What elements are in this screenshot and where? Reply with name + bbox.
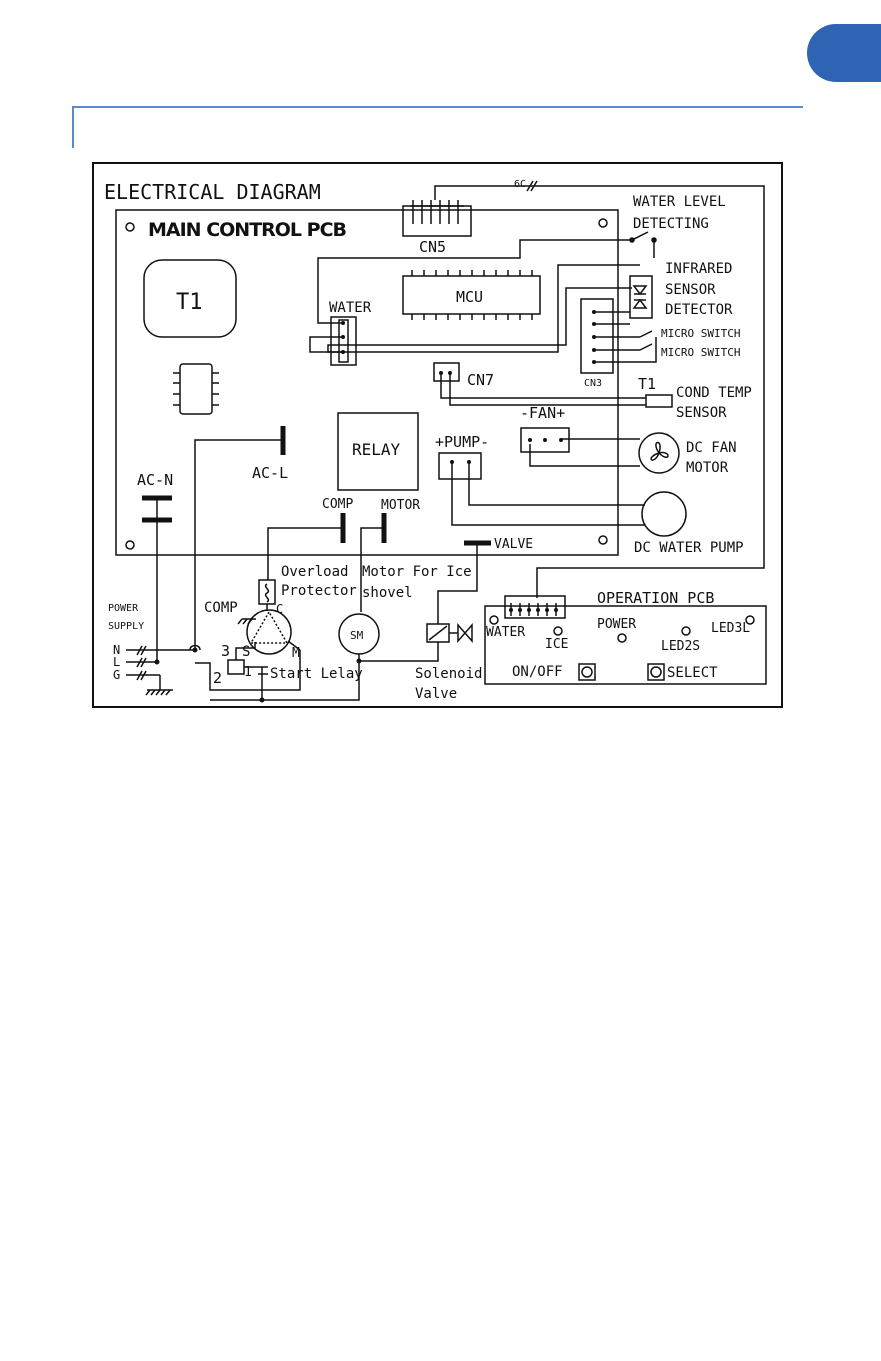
fan-connector — [520, 427, 570, 453]
dc-water-pump-label: DC WATER PUMP — [634, 540, 744, 556]
overload-label-2: Protector — [281, 583, 357, 599]
comp-label: COMP — [204, 600, 238, 616]
main-pcb-board — [115, 209, 619, 556]
on-off-button — [578, 663, 596, 681]
water-connector — [330, 316, 357, 366]
chapter-tab — [807, 24, 881, 82]
dc-fan-label-1: DC FAN — [686, 440, 737, 456]
power-supply-label-1: POWER — [108, 603, 139, 614]
operation-pcb — [484, 605, 767, 685]
dc-fan-label-2: MOTOR — [686, 460, 729, 476]
header-rule-vertical — [72, 106, 74, 148]
ac-n-label: AC-N — [137, 471, 173, 489]
solenoid-label-1: Solenoid — [415, 666, 482, 682]
op-ice-label: ICE — [545, 637, 568, 652]
cond-temp-sensor — [645, 394, 673, 408]
op-onoff-label: ON/OFF — [512, 664, 563, 680]
water-level-label-1: WATER LEVEL — [633, 194, 726, 210]
cond-temp-label-2: SENSOR — [676, 405, 727, 421]
cn3-label: CN3 — [584, 378, 602, 389]
op-led3l-label: LED3L — [711, 621, 750, 636]
dc-fan-motor — [638, 432, 680, 474]
pump-connector-label: +PUMP- — [435, 433, 489, 451]
main-pcb-label: MAIN CONTROL PCB — [148, 219, 347, 241]
micro-switch-label-2: MICRO SWITCH — [661, 346, 740, 359]
dc-water-pump — [641, 491, 687, 537]
relay-label: RELAY — [352, 440, 401, 459]
op-power-label: POWER — [597, 617, 636, 632]
num-3-label: 3 — [221, 642, 230, 660]
start-relay — [227, 659, 245, 675]
cond-temp-label-1: COND TEMP — [676, 385, 752, 401]
ac-l-label: AC-L — [252, 464, 288, 482]
wire-count-label: 6C — [514, 179, 526, 190]
mcu-label: MCU — [456, 288, 483, 306]
select-button — [647, 663, 665, 681]
sm-label: SM — [350, 629, 364, 642]
pump-connector — [438, 452, 482, 480]
pin-c-label: C — [276, 602, 283, 616]
micro-switch-label-1: MICRO SWITCH — [661, 327, 740, 340]
n-label: N — [113, 643, 120, 657]
cn7-label: CN7 — [467, 371, 494, 389]
op-water-label: WATER — [486, 625, 525, 640]
relay-box — [337, 412, 419, 491]
motor-ice-label-1: Motor For Ice — [362, 564, 472, 580]
compressor — [246, 609, 292, 655]
motor-ice-label-2: shovel — [362, 585, 413, 601]
header-rule — [73, 106, 803, 108]
g-label: G — [113, 668, 120, 682]
num-1-label: 1 — [244, 665, 252, 680]
solenoid-label-2: Valve — [415, 686, 457, 702]
water-level-label-2: DETECTING — [633, 216, 709, 232]
infrared-sensor — [629, 275, 653, 319]
infrared-label-3: DETECTOR — [665, 302, 733, 318]
overload-protector — [258, 579, 276, 605]
infrared-label-2: SENSOR — [665, 282, 716, 298]
cn3-connector — [580, 298, 614, 374]
l-label: L — [113, 655, 120, 669]
overload-label-1: Overload — [281, 564, 348, 580]
t1-board-label: T1 — [176, 290, 203, 315]
ic-chip — [179, 363, 213, 415]
fan-connector-label: -FAN+ — [520, 404, 565, 422]
cn5-label: CN5 — [419, 238, 446, 256]
operation-connector — [504, 595, 566, 619]
operation-pcb-label: OPERATION PCB — [597, 589, 714, 607]
transformer-t1 — [143, 259, 237, 338]
t1-sensor-label: T1 — [638, 375, 656, 393]
start-relay-label: Start Lelay — [270, 666, 363, 682]
pin-m-label: M — [292, 646, 300, 661]
infrared-label-1: INFRARED — [665, 261, 732, 277]
valve-terminal-label: VALVE — [494, 537, 533, 552]
diagram-frame — [92, 162, 783, 708]
diagram-title: ELECTRICAL DIAGRAM — [104, 180, 321, 204]
motor-terminal-label: MOTOR — [381, 498, 420, 513]
num-2-label: 2 — [213, 669, 222, 687]
pin-s-label: S — [242, 644, 250, 660]
comp-terminal-label: COMP — [322, 497, 353, 512]
solenoid-valve — [457, 623, 473, 643]
power-supply-label-2: SUPPLY — [108, 621, 144, 632]
water-connector-label: WATER — [329, 300, 372, 316]
op-led2s-label: LED2S — [661, 639, 700, 654]
cn7-connector — [433, 362, 460, 382]
op-select-label: SELECT — [667, 665, 718, 681]
